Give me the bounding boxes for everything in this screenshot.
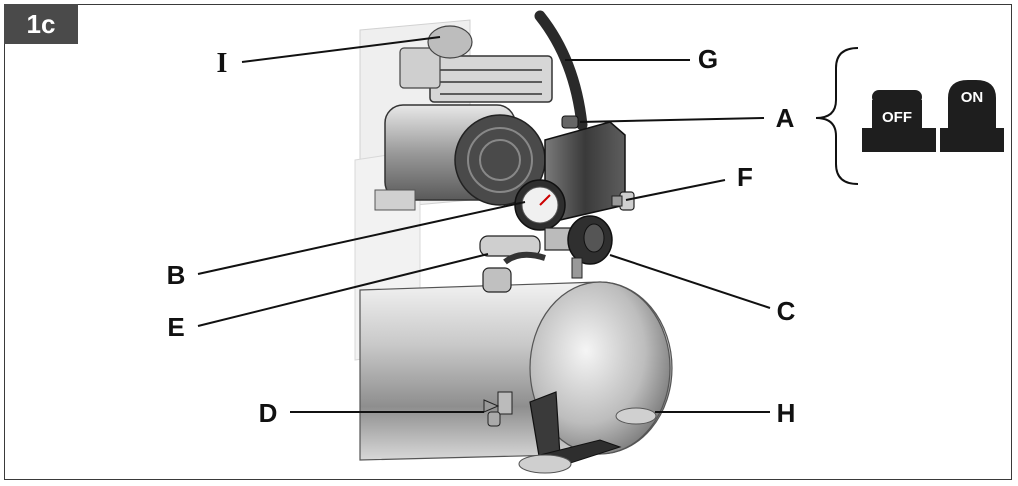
callout-I: I: [217, 48, 228, 79]
motor-housing: [374, 104, 546, 211]
state-bracket: [815, 47, 859, 185]
stand-foot: [518, 391, 622, 474]
quick-coupler: [479, 235, 546, 293]
pressure-gauge: [514, 179, 566, 231]
switch-on-text: ON: [961, 89, 984, 106]
callout-E: E: [167, 312, 184, 342]
callout-C: C: [777, 296, 796, 326]
callout-F: F: [737, 162, 753, 192]
callout-G: G: [698, 44, 718, 74]
safety-valve: [611, 191, 635, 211]
pressure-regulator: [544, 215, 613, 279]
switch-off-text: OFF: [882, 109, 912, 126]
figure-number-badge: 1c: [4, 4, 78, 44]
air-tank: [359, 281, 673, 461]
figure-frame: [4, 4, 1012, 480]
callout-D: D: [259, 398, 278, 428]
cylinder-head: [399, 25, 553, 103]
callout-B: B: [167, 260, 186, 290]
rubber-foot: [615, 407, 657, 425]
switch-on-icon: ON: [940, 80, 1004, 152]
drain-valve: [483, 391, 513, 427]
switch-off-icon: OFF: [862, 90, 936, 152]
callout-H: H: [777, 398, 796, 428]
carry-handle: [534, 10, 588, 131]
callout-A: A: [776, 103, 795, 133]
leader-lines: [197, 36, 771, 413]
